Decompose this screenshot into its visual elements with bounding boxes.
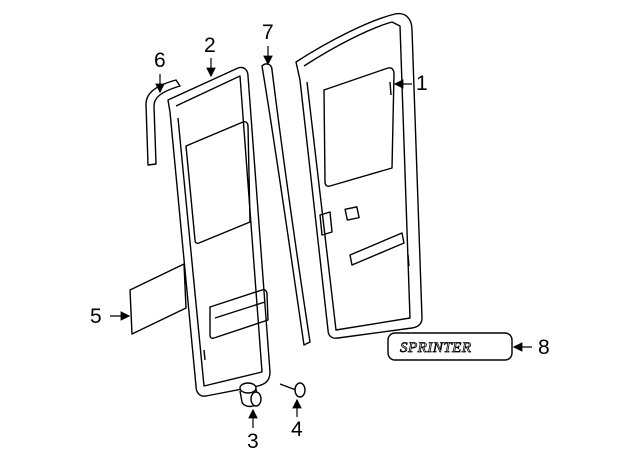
callout-7: 7 (262, 21, 274, 44)
callout-4: 4 (291, 418, 303, 441)
part-2-inner-door[interactable] (167, 66, 271, 397)
callout-3: 3 (247, 430, 259, 453)
callout-6: 6 (154, 49, 166, 72)
callout-5: 5 (90, 305, 102, 328)
part-6-molding[interactable] (145, 79, 181, 166)
callout-8: 8 (538, 336, 550, 359)
callout-arrows (110, 46, 532, 428)
emblem-text: SPRINTER (400, 340, 472, 356)
part-3-plug[interactable] (239, 382, 262, 408)
callout-2: 2 (204, 34, 216, 57)
part-7-weatherstrip[interactable] (261, 63, 311, 346)
callout-1: 1 (416, 72, 428, 95)
part-8-emblem[interactable]: SPRINTER (387, 332, 513, 361)
part-5-insulator[interactable] (129, 263, 187, 335)
part-1-door-shell[interactable] (295, 12, 423, 339)
part-4-screw[interactable] (279, 382, 306, 398)
